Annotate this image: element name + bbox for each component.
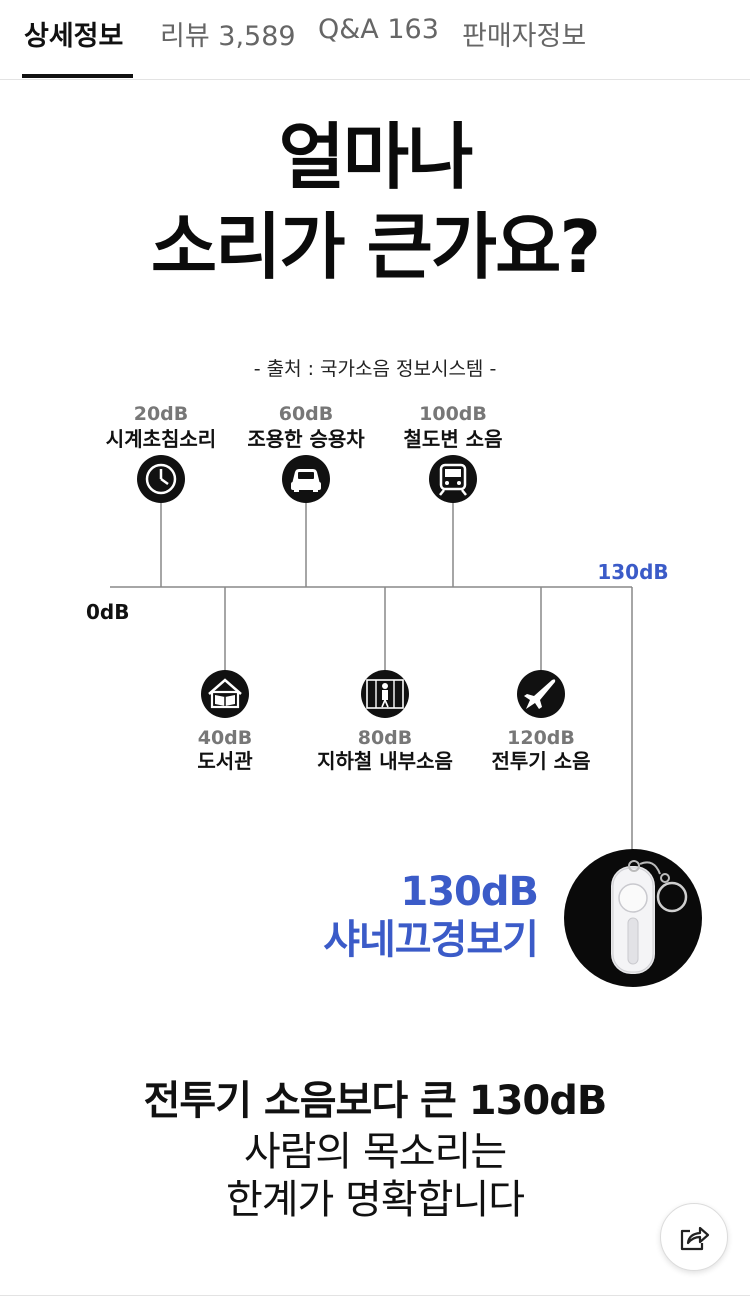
noise-level-diagram: 0dB 130dB 20dB 시계초침소리 60dB 조용한 승용차 100dB… <box>86 403 702 987</box>
share-icon <box>680 1226 710 1251</box>
tab-reviews[interactable]: 리뷰 3,589 <box>160 21 296 52</box>
item-db-60: 60dB <box>279 403 334 425</box>
bottom-subtitle-line-1: 사람의 목소리는 <box>243 1129 507 1175</box>
item-db-120: 120dB <box>507 727 575 749</box>
tab-bar: 상세정보 리뷰 3,589 Q&A 163 판매자정보 <box>0 0 750 80</box>
active-tab-indicator <box>22 74 133 78</box>
bottom-divider <box>0 1295 750 1296</box>
product-db: 130dB <box>400 869 539 915</box>
alarm-keychain-image <box>564 849 702 987</box>
product-name: 샤네끄경보기 <box>323 917 539 963</box>
clock-icon <box>137 455 185 503</box>
item-name-80: 지하철 내부소음 <box>317 749 453 773</box>
bottom-subtitle: 사람의 목소리는 한계가 명확합니다 <box>0 1128 750 1224</box>
subway-icon <box>361 670 409 718</box>
item-name-40: 도서관 <box>197 749 253 773</box>
product-callout: 130dB 샤네끄경보기 <box>280 868 539 964</box>
share-button[interactable] <box>660 1203 728 1271</box>
item-name-100: 철도변 소음 <box>404 427 503 451</box>
tab-details[interactable]: 상세정보 <box>24 21 124 52</box>
source-note: - 출처 : 국가소음 정보시스템 - <box>253 358 497 380</box>
tab-seller-info[interactable]: 판매자정보 <box>462 21 587 52</box>
jet-icon <box>517 670 565 718</box>
library-icon <box>201 670 249 718</box>
item-name-120: 전투기 소음 <box>492 749 591 773</box>
item-db-40: 40dB <box>198 727 253 749</box>
headline-line-2: 소리가 큰가요? <box>150 205 601 289</box>
noise-level-chart: 0dB 130dB 20dB 시계초침소리 60dB 조용한 승용차 100dB… <box>0 390 750 1050</box>
headline-line-1: 얼마나 <box>278 115 474 199</box>
item-db-100: 100dB <box>419 403 487 425</box>
bottom-title: 전투기 소음보다 큰 130dB <box>143 1078 608 1124</box>
car-icon <box>282 455 330 503</box>
scale-end-label: 130dB <box>597 560 668 584</box>
scale-start-label: 0dB <box>86 600 129 624</box>
item-name-60: 조용한 승용차 <box>247 427 365 451</box>
item-db-20: 20dB <box>134 403 189 425</box>
bottom-subtitle-line-2: 한계가 명확합니다 <box>225 1177 525 1223</box>
headline: 얼마나 소리가 큰가요? <box>0 112 750 292</box>
train-icon <box>429 455 477 503</box>
item-name-20: 시계초침소리 <box>106 427 216 451</box>
tab-qna[interactable]: Q&A 163 <box>318 14 439 45</box>
item-db-80: 80dB <box>358 727 413 749</box>
